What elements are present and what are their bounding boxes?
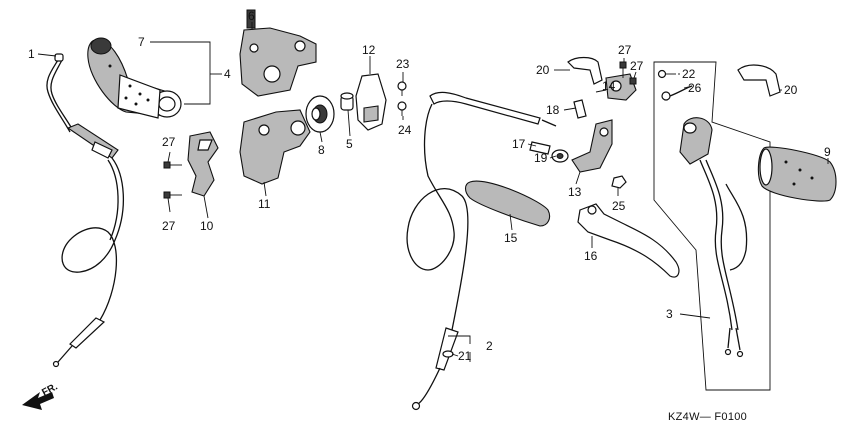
callout-27-d: 27	[630, 59, 644, 73]
bolt-27-right-a	[619, 61, 627, 78]
lock-nut	[551, 149, 569, 163]
callout-25: 25	[612, 199, 626, 213]
throttle-pulley	[305, 95, 335, 133]
handlebar-holder	[187, 131, 219, 197]
diagram-code: KZ4W— F0100	[668, 411, 747, 423]
callout-18: 18	[546, 103, 560, 117]
lever-clamp	[605, 73, 637, 101]
lever-bracket	[571, 119, 613, 173]
callout-10: 10	[200, 219, 214, 233]
bolt-27-upper	[163, 161, 182, 169]
callout-22: 22	[682, 67, 696, 81]
throttle-housing-lower	[239, 109, 311, 185]
callout-24: 24	[398, 123, 412, 137]
callout-labels: 1 2 3 4 5 6 7 8 9 10 11 12 13 14 15 16 1…	[28, 9, 831, 423]
callout-20-right: 20	[784, 83, 798, 97]
callout-1: 1	[28, 47, 35, 61]
clutch-lever	[577, 203, 680, 278]
callout-13: 13	[568, 185, 582, 199]
callout-15: 15	[504, 231, 518, 245]
callout-27-c: 27	[618, 43, 632, 57]
callout-8: 8	[318, 143, 325, 157]
throttle-housing-upper	[239, 9, 317, 97]
callout-5: 5	[346, 137, 353, 151]
leader-lines	[37, 22, 829, 362]
callout-21: 21	[458, 349, 472, 363]
front-indicator-label: FR.	[40, 381, 60, 398]
screw-24	[397, 101, 407, 116]
switch-assembly	[653, 61, 771, 391]
callout-26: 26	[688, 81, 702, 95]
callout-2: 2	[486, 339, 493, 353]
screw-22	[657, 69, 676, 79]
callout-20-left: 20	[536, 63, 550, 77]
clutch-cable	[406, 91, 557, 411]
band-20-left	[567, 56, 603, 85]
callout-19: 19	[534, 151, 548, 165]
callout-3: 3	[666, 307, 673, 321]
callout-16: 16	[584, 249, 598, 263]
throttle-grip	[87, 37, 182, 119]
lever-cover	[464, 180, 551, 227]
callout-23: 23	[396, 57, 410, 71]
callout-27-a: 27	[162, 135, 176, 149]
front-arrow	[22, 392, 54, 410]
nut-25	[611, 175, 627, 189]
band-20-right	[737, 64, 781, 97]
bolt-27-right-b	[629, 77, 637, 85]
housing-cover	[355, 73, 387, 131]
callout-6: 6	[248, 9, 255, 23]
throttle-collar	[340, 92, 354, 111]
bolt-18	[573, 99, 587, 119]
throttle-cable	[46, 53, 124, 368]
callout-7: 7	[138, 35, 145, 49]
handlebar-grip	[757, 146, 837, 202]
callout-12: 12	[362, 43, 376, 57]
washer-21	[442, 350, 454, 358]
screw-23	[397, 81, 407, 96]
cable-adjuster	[529, 141, 551, 155]
callout-9: 9	[824, 145, 831, 159]
callout-17: 17	[512, 137, 526, 151]
callout-27-b: 27	[162, 219, 176, 233]
callout-4: 4	[224, 67, 231, 81]
bolt-27-lower	[163, 191, 182, 199]
callout-14: 14	[602, 79, 616, 93]
callout-11: 11	[258, 197, 271, 211]
